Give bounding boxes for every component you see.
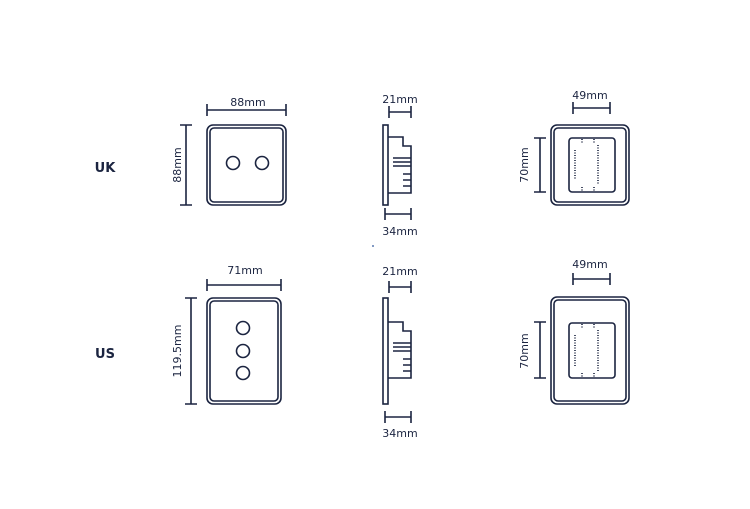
- row-label-uk: UK: [95, 161, 117, 176]
- uk-back-height: 70mm: [518, 147, 531, 182]
- us-side-view: 21mm 34mm: [382, 265, 418, 440]
- uk-side-depth-total: 34mm: [382, 225, 417, 238]
- row-label-us: US: [95, 347, 115, 362]
- uk-side-depth-back: 21mm: [382, 93, 417, 106]
- us-row: US 71mm 119.5mm 21mm 34mm 49mm 70mm: [95, 258, 630, 440]
- us-back-width: 49mm: [572, 258, 607, 271]
- uk-back-width: 49mm: [572, 89, 607, 102]
- us-back-view: 49mm 70mm: [518, 258, 630, 405]
- uk-row: UK 88mm 88mm 21mm 34mm 49mm 70mm: [95, 89, 630, 238]
- uk-back-view: 49mm 70mm: [518, 89, 630, 206]
- us-back-height: 70mm: [518, 333, 531, 368]
- uk-front-height: 88mm: [171, 147, 184, 182]
- us-side-depth-back: 21mm: [382, 265, 417, 278]
- us-front-view: 71mm 119.5mm: [171, 264, 282, 405]
- us-side-depth-total: 34mm: [382, 427, 417, 440]
- us-front-width: 71mm: [227, 264, 262, 277]
- us-front-height: 119.5mm: [171, 325, 184, 378]
- uk-front-view: 88mm 88mm: [171, 96, 287, 206]
- uk-front-width: 88mm: [230, 96, 265, 109]
- stray-dot: [372, 245, 374, 247]
- uk-side-view: 21mm 34mm: [382, 93, 418, 238]
